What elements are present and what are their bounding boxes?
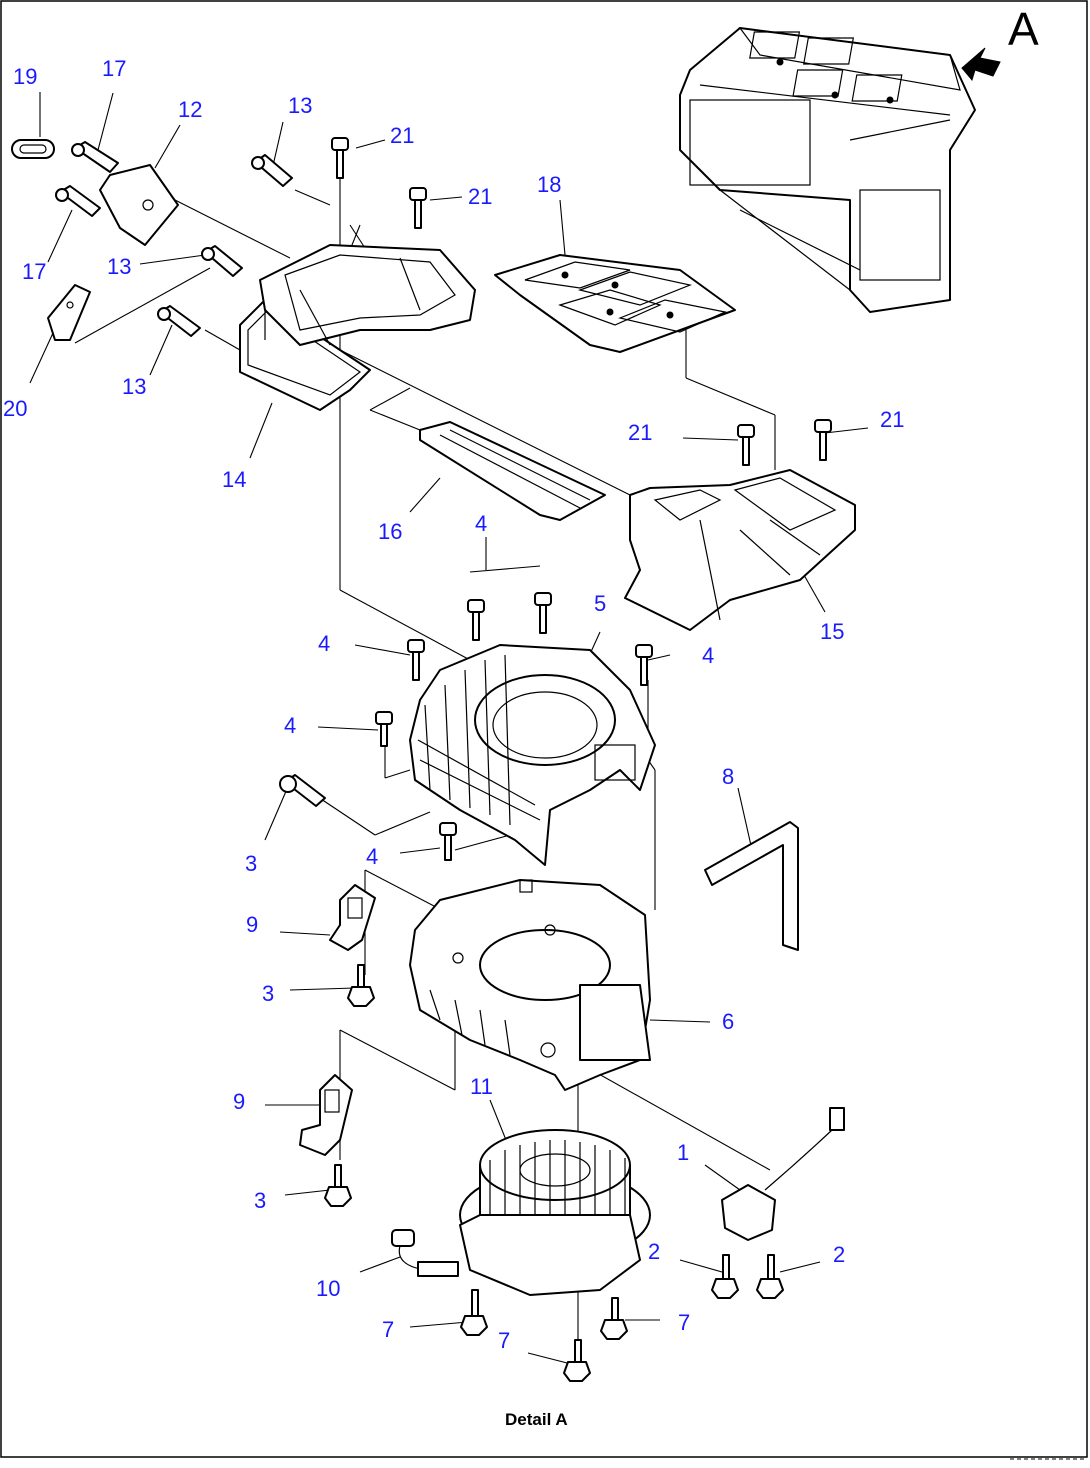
part-13-screw-middle: [201, 245, 243, 277]
part-15-intake-housing: [624, 469, 856, 631]
callout-4-lower: 4: [366, 844, 378, 869]
callout-3-upper: 3: [245, 851, 257, 876]
part-4-bolt-5: [375, 711, 393, 747]
callout-21-top-left: 21: [390, 123, 414, 148]
part-10-harness-connector: [391, 1229, 459, 1277]
part-18-filter-tray: [494, 254, 736, 353]
part-5-upper-fan-case: [409, 644, 656, 866]
callout-1: 1: [677, 1140, 689, 1165]
callout-2-left: 2: [648, 1239, 660, 1264]
callout-13-top: 13: [288, 93, 312, 118]
part-7-screw-bottom: [563, 1339, 591, 1382]
view-letter: A: [1008, 3, 1039, 55]
callout-17-left: 17: [22, 259, 46, 284]
part-6-lower-fan-case: [409, 879, 651, 1091]
part-7-screw-left: [460, 1289, 488, 1336]
heater-unit-assembly: [679, 27, 976, 313]
part-4-bolt-3: [407, 639, 425, 681]
callout-4-right: 4: [702, 643, 714, 668]
callout-10: 10: [316, 1276, 340, 1301]
callout-4-left-middle: 4: [284, 713, 296, 738]
part-3-bolt-lower: [324, 1164, 352, 1207]
part-11-blower-fan: [459, 1129, 651, 1296]
callout-11: 11: [470, 1074, 493, 1099]
part-16-filter: [419, 421, 606, 521]
callout-16: 16: [378, 519, 402, 544]
part-4-bolt-4: [635, 644, 653, 686]
part-9-bracket-upper: [329, 884, 376, 951]
part-8-seal: [704, 821, 799, 951]
callout-7-bottom: 7: [498, 1328, 510, 1353]
part-4-bolt-1: [467, 599, 485, 641]
part-2-screw-left: [711, 1254, 739, 1299]
part-4-bolt-2: [534, 592, 552, 634]
part-3-bolt-middle: [347, 964, 375, 1007]
callout-17-top: 17: [102, 56, 126, 81]
callout-4-top: 4: [475, 511, 487, 536]
part-17-screw-upper: [71, 141, 119, 173]
callout-21-top-right: 21: [468, 184, 492, 209]
part-21-bolt-top-right: [409, 187, 427, 229]
callout-5: 5: [594, 591, 606, 616]
part-21-bolt-right-right: [814, 419, 832, 461]
callout-13-lower: 13: [122, 374, 146, 399]
callout-13-middle: 13: [107, 254, 131, 279]
part-19-grommet: [11, 139, 55, 159]
part-9-bracket-lower: [299, 1074, 353, 1156]
part-1-resistor: [721, 1107, 845, 1241]
callout-9-upper: 9: [246, 912, 258, 937]
callout-20: 20: [3, 396, 27, 421]
part-13-screw-lower: [157, 305, 201, 337]
callout-15: 15: [820, 619, 844, 644]
callout-labels: 19 17 12 13 21 21 18 17 13 20 13 14 16 2…: [3, 56, 904, 1353]
diagram-caption: Detail A: [505, 1410, 568, 1429]
part-4-bolt-6: [439, 822, 457, 861]
callout-14: 14: [222, 467, 246, 492]
view-arrow-icon: [961, 47, 1001, 82]
callout-18: 18: [537, 172, 561, 197]
part-21-bolt-top-left: [331, 137, 349, 179]
callout-12: 12: [178, 97, 202, 122]
part-13-screw-top: [251, 154, 293, 187]
callout-3-lower: 3: [254, 1188, 266, 1213]
callout-2-right: 2: [833, 1242, 845, 1267]
part-20-clip: [47, 284, 91, 341]
callout-8: 8: [722, 764, 734, 789]
callout-3-middle: 3: [262, 981, 274, 1006]
part-21-bolt-right-left: [737, 424, 755, 466]
part-17-screw-lower: [55, 185, 101, 217]
callout-9-lower: 9: [233, 1089, 245, 1114]
callout-7-right: 7: [678, 1310, 690, 1335]
upper-case-frame: [259, 244, 476, 346]
callout-21-right-right: 21: [880, 407, 904, 432]
part-7-screw-right: [600, 1297, 628, 1340]
part-2-screw-right: [756, 1254, 784, 1299]
callout-7-left: 7: [382, 1317, 394, 1342]
callout-21-right-left: 21: [628, 420, 652, 445]
callout-4-left-upper: 4: [318, 631, 330, 656]
part-12-bracket: [99, 164, 179, 246]
callout-6: 6: [722, 1009, 734, 1034]
callout-19: 19: [13, 64, 37, 89]
part-3-bolt-upper: [279, 774, 326, 807]
